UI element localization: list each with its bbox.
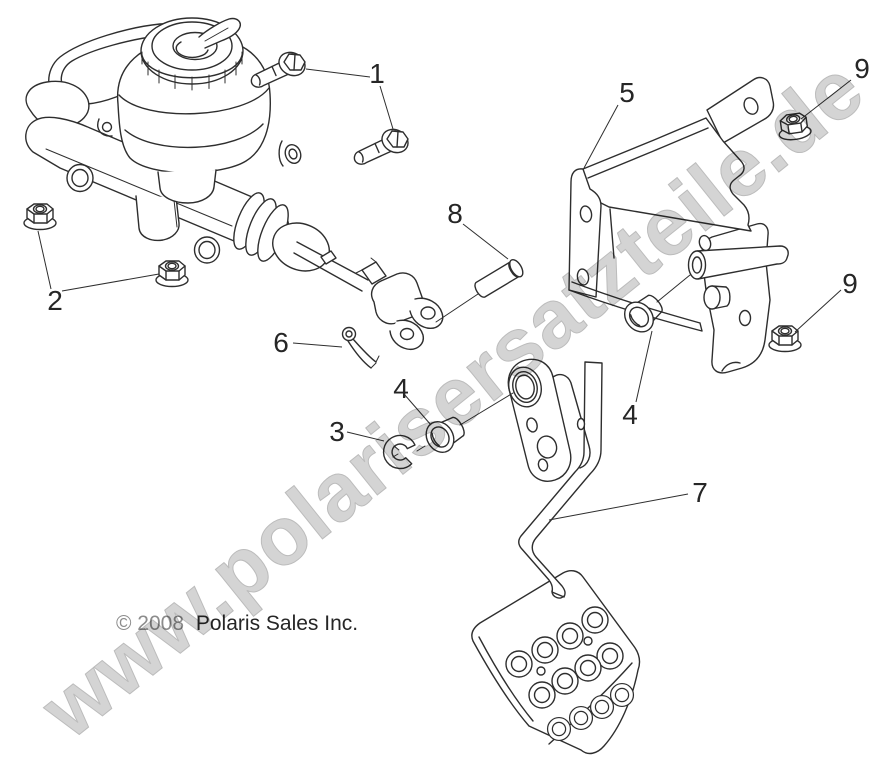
- pad-treads: [505, 606, 635, 742]
- leader-6: [292, 342, 343, 348]
- pedal-pad: [471, 569, 641, 755]
- callout-1: 1: [369, 58, 385, 89]
- assembly-axis-lines: [416, 274, 691, 452]
- cotter-pin: [341, 326, 380, 369]
- pedal-plate: [507, 358, 591, 482]
- callout-4a: 4: [393, 373, 409, 404]
- leader-4a: [403, 393, 432, 426]
- callout-6: 6: [273, 327, 289, 358]
- callout-7: 7: [692, 477, 708, 508]
- leader-2: [37, 230, 160, 292]
- pivot-boss: [508, 366, 542, 408]
- master-cylinder: [25, 17, 369, 292]
- bracket-left-flange: [568, 168, 602, 298]
- bracket-tab: [706, 76, 775, 144]
- copyright-owner: Polaris Sales Inc.: [196, 612, 358, 635]
- copyright-text: © 2008 Polaris Sales Inc.: [116, 612, 358, 635]
- pivot-tube: [687, 245, 789, 310]
- leader-3: [346, 431, 385, 442]
- flange-nut-2a: [23, 203, 57, 231]
- pushrod: [293, 241, 369, 292]
- reservoir-cap: [140, 17, 244, 91]
- clevis: [355, 257, 444, 351]
- outlet-port: [66, 163, 94, 193]
- callout-9b: 9: [842, 268, 858, 299]
- leader-9a: [800, 79, 852, 120]
- pedal-assembly: [471, 358, 641, 755]
- leader-8: [462, 223, 509, 260]
- clevis-pin: [474, 258, 524, 298]
- copyright-year: © 2008: [116, 612, 184, 635]
- bolt-2: [353, 124, 413, 165]
- callout-3: 3: [329, 416, 345, 447]
- flange-nut-9b: [768, 325, 802, 353]
- leader-lines: [37, 68, 852, 521]
- leader-7: [548, 493, 689, 521]
- e-clip: [382, 434, 416, 470]
- leader-1: [305, 68, 394, 130]
- leader-5: [583, 104, 619, 169]
- callout-8: 8: [447, 198, 463, 229]
- mounting-ear: [284, 144, 302, 164]
- leader-4b: [635, 330, 653, 403]
- pedal-arm: [518, 361, 603, 599]
- callout-5: 5: [619, 77, 635, 108]
- flange-nut-2b: [155, 260, 189, 288]
- leader-9b: [794, 289, 842, 333]
- mounting-bracket: [568, 76, 789, 374]
- outlet-port: [193, 236, 221, 264]
- callout-4b: 4: [622, 399, 638, 430]
- callout-2: 2: [47, 285, 63, 316]
- callout-9a: 9: [854, 53, 870, 84]
